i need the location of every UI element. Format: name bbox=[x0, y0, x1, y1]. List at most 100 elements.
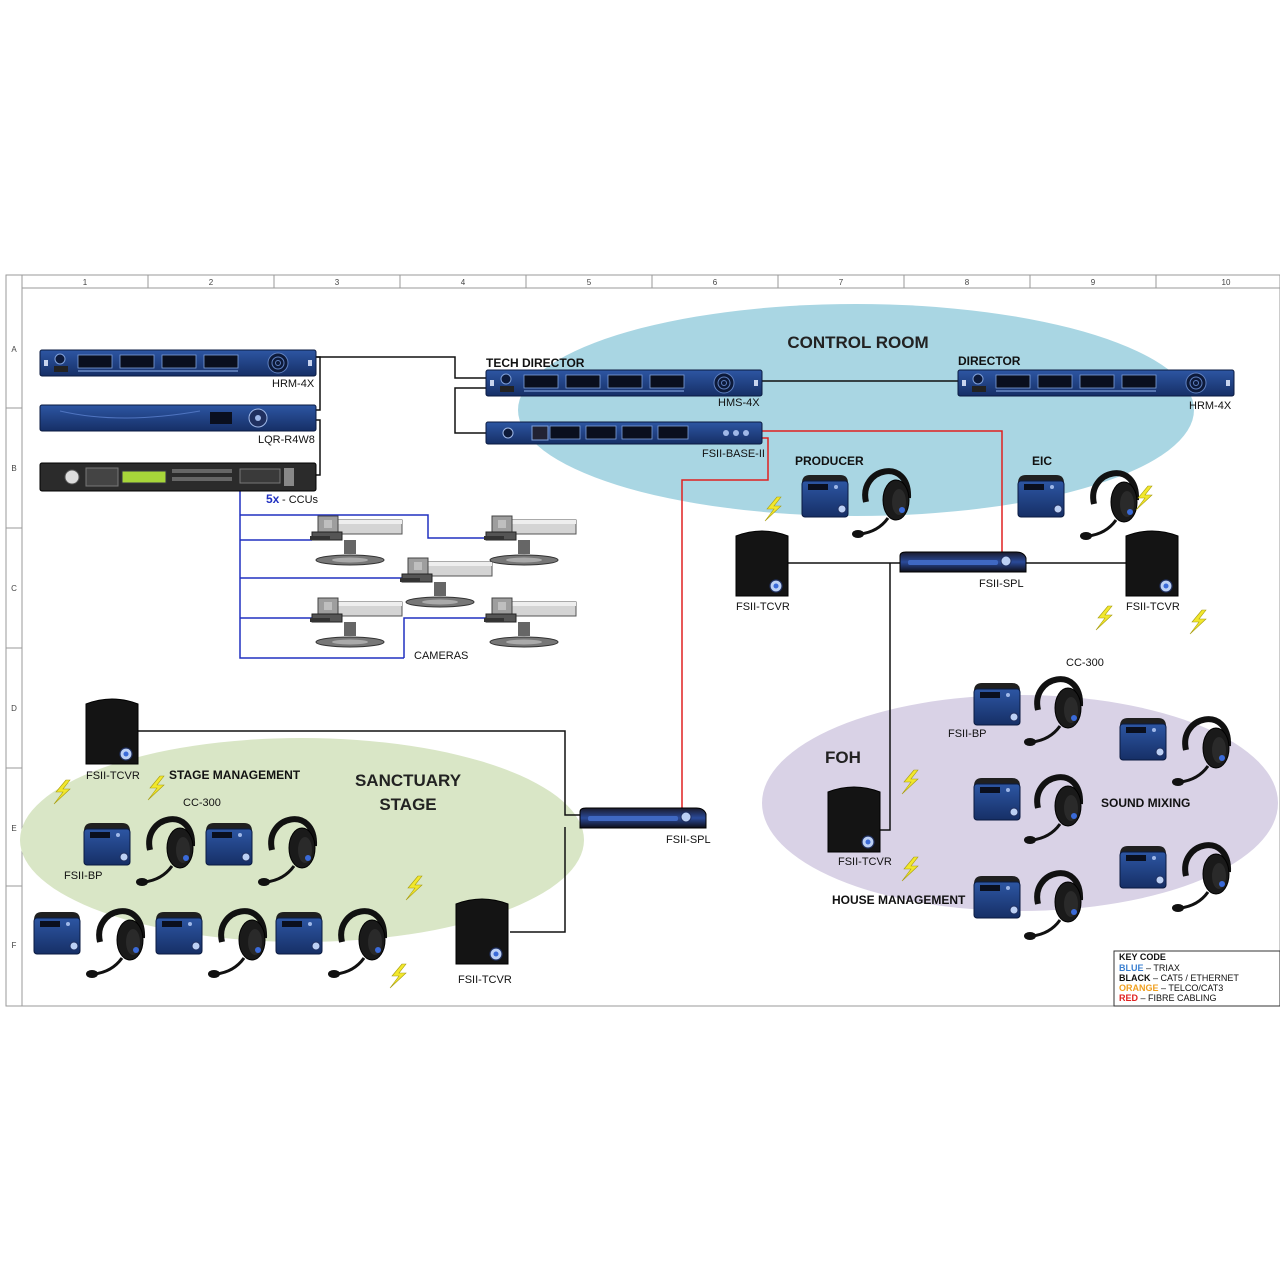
key-orange-desc: – TELCO/CAT3 bbox=[1159, 983, 1224, 993]
fsii-tcvr-stage-bottom bbox=[455, 898, 509, 965]
fsii-base-ii-label: FSII-BASE-II bbox=[702, 448, 765, 460]
foh-beltpack bbox=[973, 875, 1021, 919]
wireless-icon bbox=[1189, 609, 1207, 635]
column-label: 2 bbox=[209, 278, 214, 287]
column-label: 7 bbox=[839, 278, 844, 287]
stage-headset bbox=[86, 911, 143, 978]
lqr-r4w8-label: LQR-R4W8 bbox=[258, 434, 315, 446]
wireless-icon bbox=[1095, 605, 1113, 631]
cc-300-stage-label: CC-300 bbox=[183, 797, 221, 809]
house-management-label: HOUSE MANAGEMENT bbox=[832, 893, 966, 907]
key-orange-name: ORANGE bbox=[1119, 983, 1159, 993]
row-label: D bbox=[11, 704, 17, 713]
camera bbox=[309, 597, 403, 648]
director-label: DIRECTOR bbox=[958, 354, 1021, 368]
ccu-count: 5x bbox=[266, 492, 280, 506]
fsii-spl-stage-label: FSII-SPL bbox=[666, 834, 711, 846]
key-blue-desc: – TRIAX bbox=[1144, 963, 1180, 973]
column-label: 1 bbox=[83, 278, 88, 287]
ccu-label: - CCUs bbox=[282, 494, 319, 506]
fsii-tcvr-cr-right bbox=[1125, 530, 1179, 597]
fsii-tcvr-stage-top-label: FSII-TCVR bbox=[86, 770, 140, 782]
control-room-zone bbox=[518, 304, 1194, 516]
fsii-tcvr-cr-left-label: FSII-TCVR bbox=[736, 601, 790, 613]
row-label: E bbox=[11, 824, 16, 833]
fsii-tcvr-stage-top bbox=[85, 698, 139, 765]
column-label: 10 bbox=[1222, 278, 1231, 287]
svg-text:RED – FIBRE CABLING: RED – FIBRE CABLING bbox=[1119, 993, 1217, 1003]
fsii-tcvr-foh-label: FSII-TCVR bbox=[838, 856, 892, 868]
row-label: C bbox=[11, 584, 17, 593]
svg-text:BLUE – TRIAX: BLUE – TRIAX bbox=[1119, 963, 1180, 973]
sound-mixing-beltpack bbox=[1119, 717, 1167, 761]
cc-300-foh-label: CC-300 bbox=[1066, 657, 1104, 669]
producer-beltpack bbox=[801, 474, 849, 518]
hrm-4x-right-label: HRM-4X bbox=[1189, 400, 1232, 412]
key-blue-name: BLUE bbox=[1119, 963, 1144, 973]
key-black-desc: – CAT5 / ETHERNET bbox=[1151, 973, 1240, 983]
sanctuary-title-line1: SANCTUARY bbox=[355, 771, 462, 790]
fsii-bp-foh-label: FSII-BP bbox=[948, 728, 987, 740]
stage-beltpack bbox=[205, 822, 253, 866]
row-label: F bbox=[12, 941, 17, 950]
column-label: 5 bbox=[587, 278, 592, 287]
wireless-icon bbox=[389, 963, 407, 989]
column-label: 4 bbox=[461, 278, 466, 287]
hrm-4x-right-device bbox=[957, 369, 1235, 397]
camera bbox=[483, 515, 577, 566]
fsii-bp-stage-label: FSII-BP bbox=[64, 870, 103, 882]
svg-text:BLACK – CAT5 / ETHERNET: BLACK – CAT5 / ETHERNET bbox=[1119, 973, 1239, 983]
fsii-tcvr-cr-left bbox=[735, 530, 789, 597]
stage-beltpack bbox=[83, 822, 131, 866]
fsii-tcvr-stage-bottom-label: FSII-TCVR bbox=[458, 974, 512, 986]
wireless-icon bbox=[1135, 485, 1153, 511]
column-label: 8 bbox=[965, 278, 970, 287]
fsii-base-ii-device bbox=[485, 421, 763, 445]
fsii-tcvr-cr-right-label: FSII-TCVR bbox=[1126, 601, 1180, 613]
hms-4x-device bbox=[485, 369, 763, 397]
camera bbox=[399, 557, 493, 608]
ccu-device bbox=[39, 462, 317, 492]
column-label: 6 bbox=[713, 278, 718, 287]
sanctuary-title-line2: STAGE bbox=[379, 795, 436, 814]
stage-beltpack bbox=[33, 911, 81, 955]
foh-title: FOH bbox=[825, 748, 861, 767]
eic-label: EIC bbox=[1032, 454, 1052, 468]
fibre-cables bbox=[681, 430, 1003, 808]
row-label: A bbox=[11, 345, 17, 354]
tech-director-label: TECH DIRECTOR bbox=[486, 356, 585, 370]
camera bbox=[309, 515, 403, 566]
producer-label: PRODUCER bbox=[795, 454, 864, 468]
key-red-desc: – FIBRE CABLING bbox=[1138, 993, 1217, 1003]
fsii-spl-cr bbox=[899, 551, 1027, 573]
column-header: 1 2 3 4 5 6 7 8 9 10 bbox=[21, 275, 1280, 1006]
hrm-4x-left-device bbox=[39, 349, 317, 377]
fsii-spl-cr-label: FSII-SPL bbox=[979, 578, 1024, 590]
control-room-title: CONTROL ROOM bbox=[787, 333, 928, 352]
key-black-name: BLACK bbox=[1119, 973, 1151, 983]
stage-beltpack bbox=[155, 911, 203, 955]
row-header: A B C D E F bbox=[6, 345, 22, 950]
hrm-4x-left-label: HRM-4X bbox=[272, 378, 315, 390]
key-code-title: KEY CODE bbox=[1119, 952, 1166, 962]
sound-mixing-label: SOUND MIXING bbox=[1101, 796, 1190, 810]
key-red-name: RED bbox=[1119, 993, 1139, 1003]
column-label: 3 bbox=[335, 278, 340, 287]
fsii-spl-stage bbox=[579, 807, 707, 829]
foh-beltpack bbox=[973, 682, 1021, 726]
lqr-r4w8-device bbox=[39, 404, 317, 432]
column-label: 9 bbox=[1091, 278, 1096, 287]
sound-mixing-beltpack bbox=[1119, 845, 1167, 889]
cameras-label: CAMERAS bbox=[414, 650, 468, 662]
camera bbox=[483, 597, 577, 648]
foh-beltpack bbox=[973, 777, 1021, 821]
stage-beltpack bbox=[275, 911, 323, 955]
triax-cables bbox=[239, 491, 486, 659]
ethernet-cables bbox=[138, 356, 1126, 933]
svg-text:ORANGE – TELCO/CAT3: ORANGE – TELCO/CAT3 bbox=[1119, 983, 1223, 993]
stage-management-label: STAGE MANAGEMENT bbox=[169, 768, 301, 782]
key-code: KEY CODE BLUE – TRIAX BLACK – CAT5 / ETH… bbox=[1113, 950, 1280, 1007]
row-label: B bbox=[11, 464, 16, 473]
diagram-border bbox=[5, 274, 1280, 1007]
